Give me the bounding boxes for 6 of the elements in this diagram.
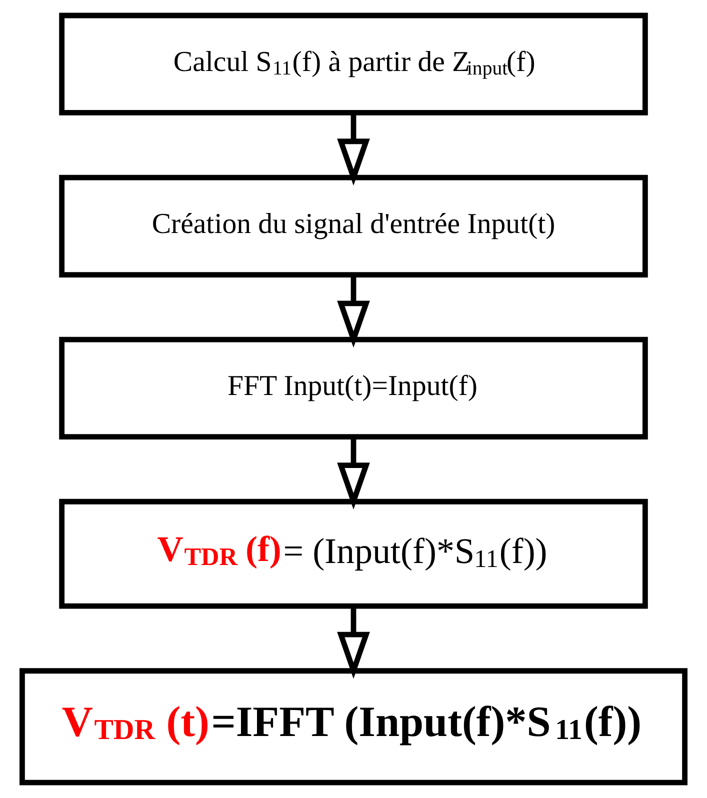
- arrow: [337, 275, 370, 348]
- node-box: FFT Input(t)=Input(f): [59, 336, 648, 440]
- arrow: [337, 606, 370, 679]
- arrow: [337, 113, 370, 186]
- node-box: Création du signal d'entrée Input(t): [59, 174, 648, 278]
- arrow: [337, 436, 370, 510]
